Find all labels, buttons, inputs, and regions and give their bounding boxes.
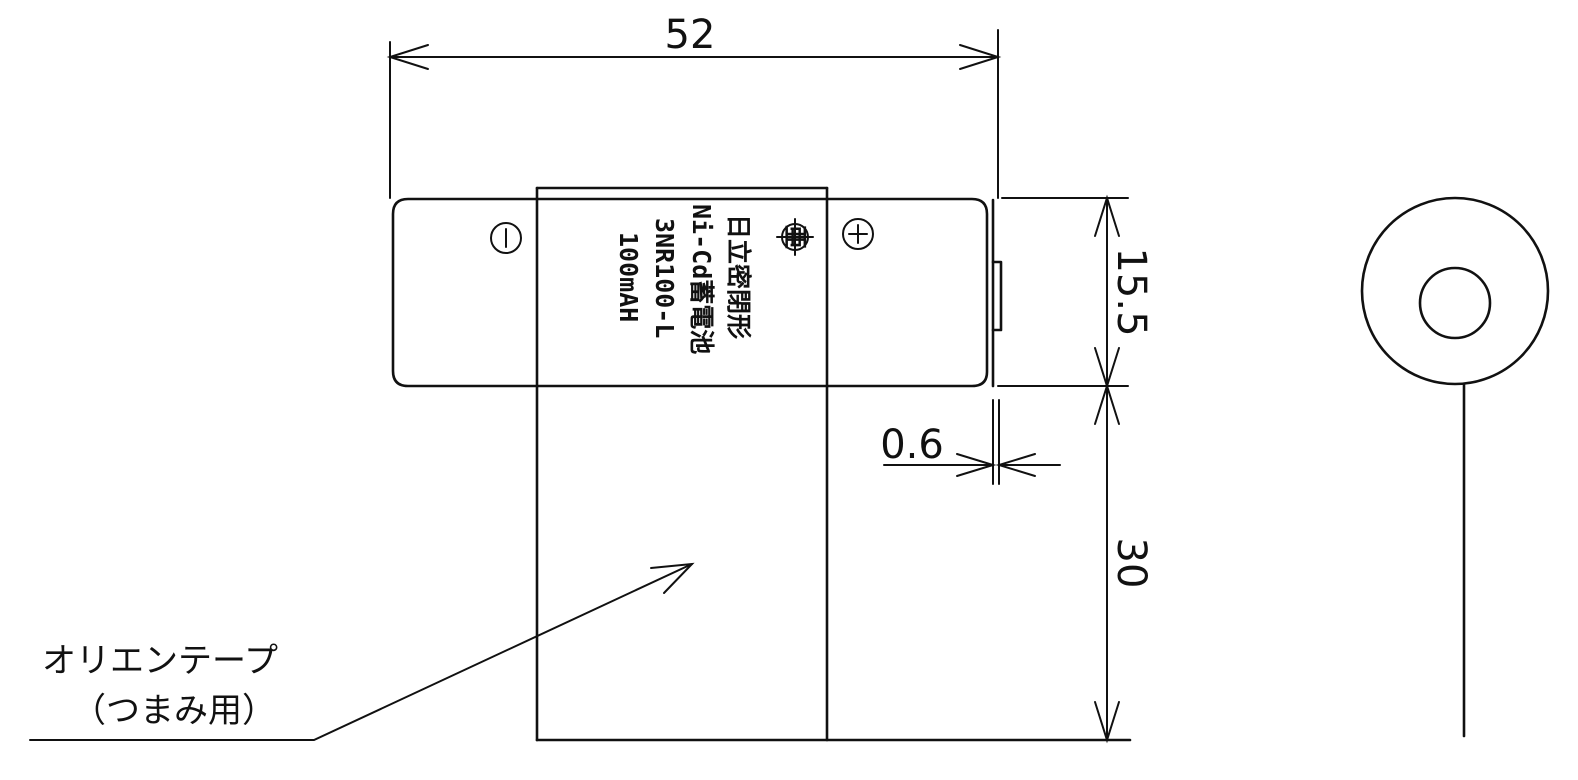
negative-terminal-circle: [490, 222, 522, 254]
dimension-length-text: 52: [665, 12, 716, 58]
callout-leader: [29, 563, 693, 741]
label-line-1: 日立密閉形: [724, 214, 753, 339]
positive-terminal-symbol: [842, 218, 874, 250]
battery-label: 日立密閉形 Ni-Cd蓄電池 3NR100-L 100mAH: [614, 204, 753, 354]
end-view-inner-circle: [1418, 266, 1492, 340]
arrow-left: [386, 44, 429, 70]
dimension-thickness: 0.6: [880, 399, 1061, 485]
tape-callout: オリエンテープ （つまみ用）: [29, 562, 695, 741]
battery-body: [391, 197, 1003, 388]
pull-tape: [535, 186, 1132, 742]
arrow-thick-left: [956, 453, 997, 477]
dimension-thickness-text: 0.6: [880, 422, 944, 468]
label-line-4: 100mAH: [614, 232, 643, 322]
arrow-right: [959, 44, 1002, 70]
safety-mark-icon: 亜: [776, 218, 814, 256]
arrow-height-top: [1094, 194, 1120, 237]
label-line-3: 3NR100-L: [650, 218, 679, 338]
dimension-tape-text: 30: [1108, 538, 1154, 589]
battery-outline: [391, 197, 989, 388]
arrow-tape-bottom: [1094, 701, 1120, 744]
positive-terminal-circle: [842, 218, 874, 250]
dimension-height: 15.5 30: [997, 194, 1154, 744]
dimension-height-text: 15.5: [1108, 247, 1154, 336]
end-view-outer-circle: [1360, 196, 1550, 386]
callout-line-1: オリエンテープ: [42, 641, 278, 681]
arrow-tape-top: [1094, 382, 1120, 425]
callout-arrowhead: [650, 562, 695, 594]
label-line-2: Ni-Cd蓄電池: [687, 204, 716, 354]
callout-line-2: （つまみ用）: [72, 691, 276, 731]
arrow-thick-right: [995, 453, 1036, 477]
terminal-nub: [991, 260, 1003, 332]
dimension-length: 52: [386, 12, 1002, 199]
safety-mark-glyph: 亜: [781, 225, 809, 249]
end-view: [1360, 196, 1550, 738]
negative-terminal-symbol: [490, 222, 522, 254]
